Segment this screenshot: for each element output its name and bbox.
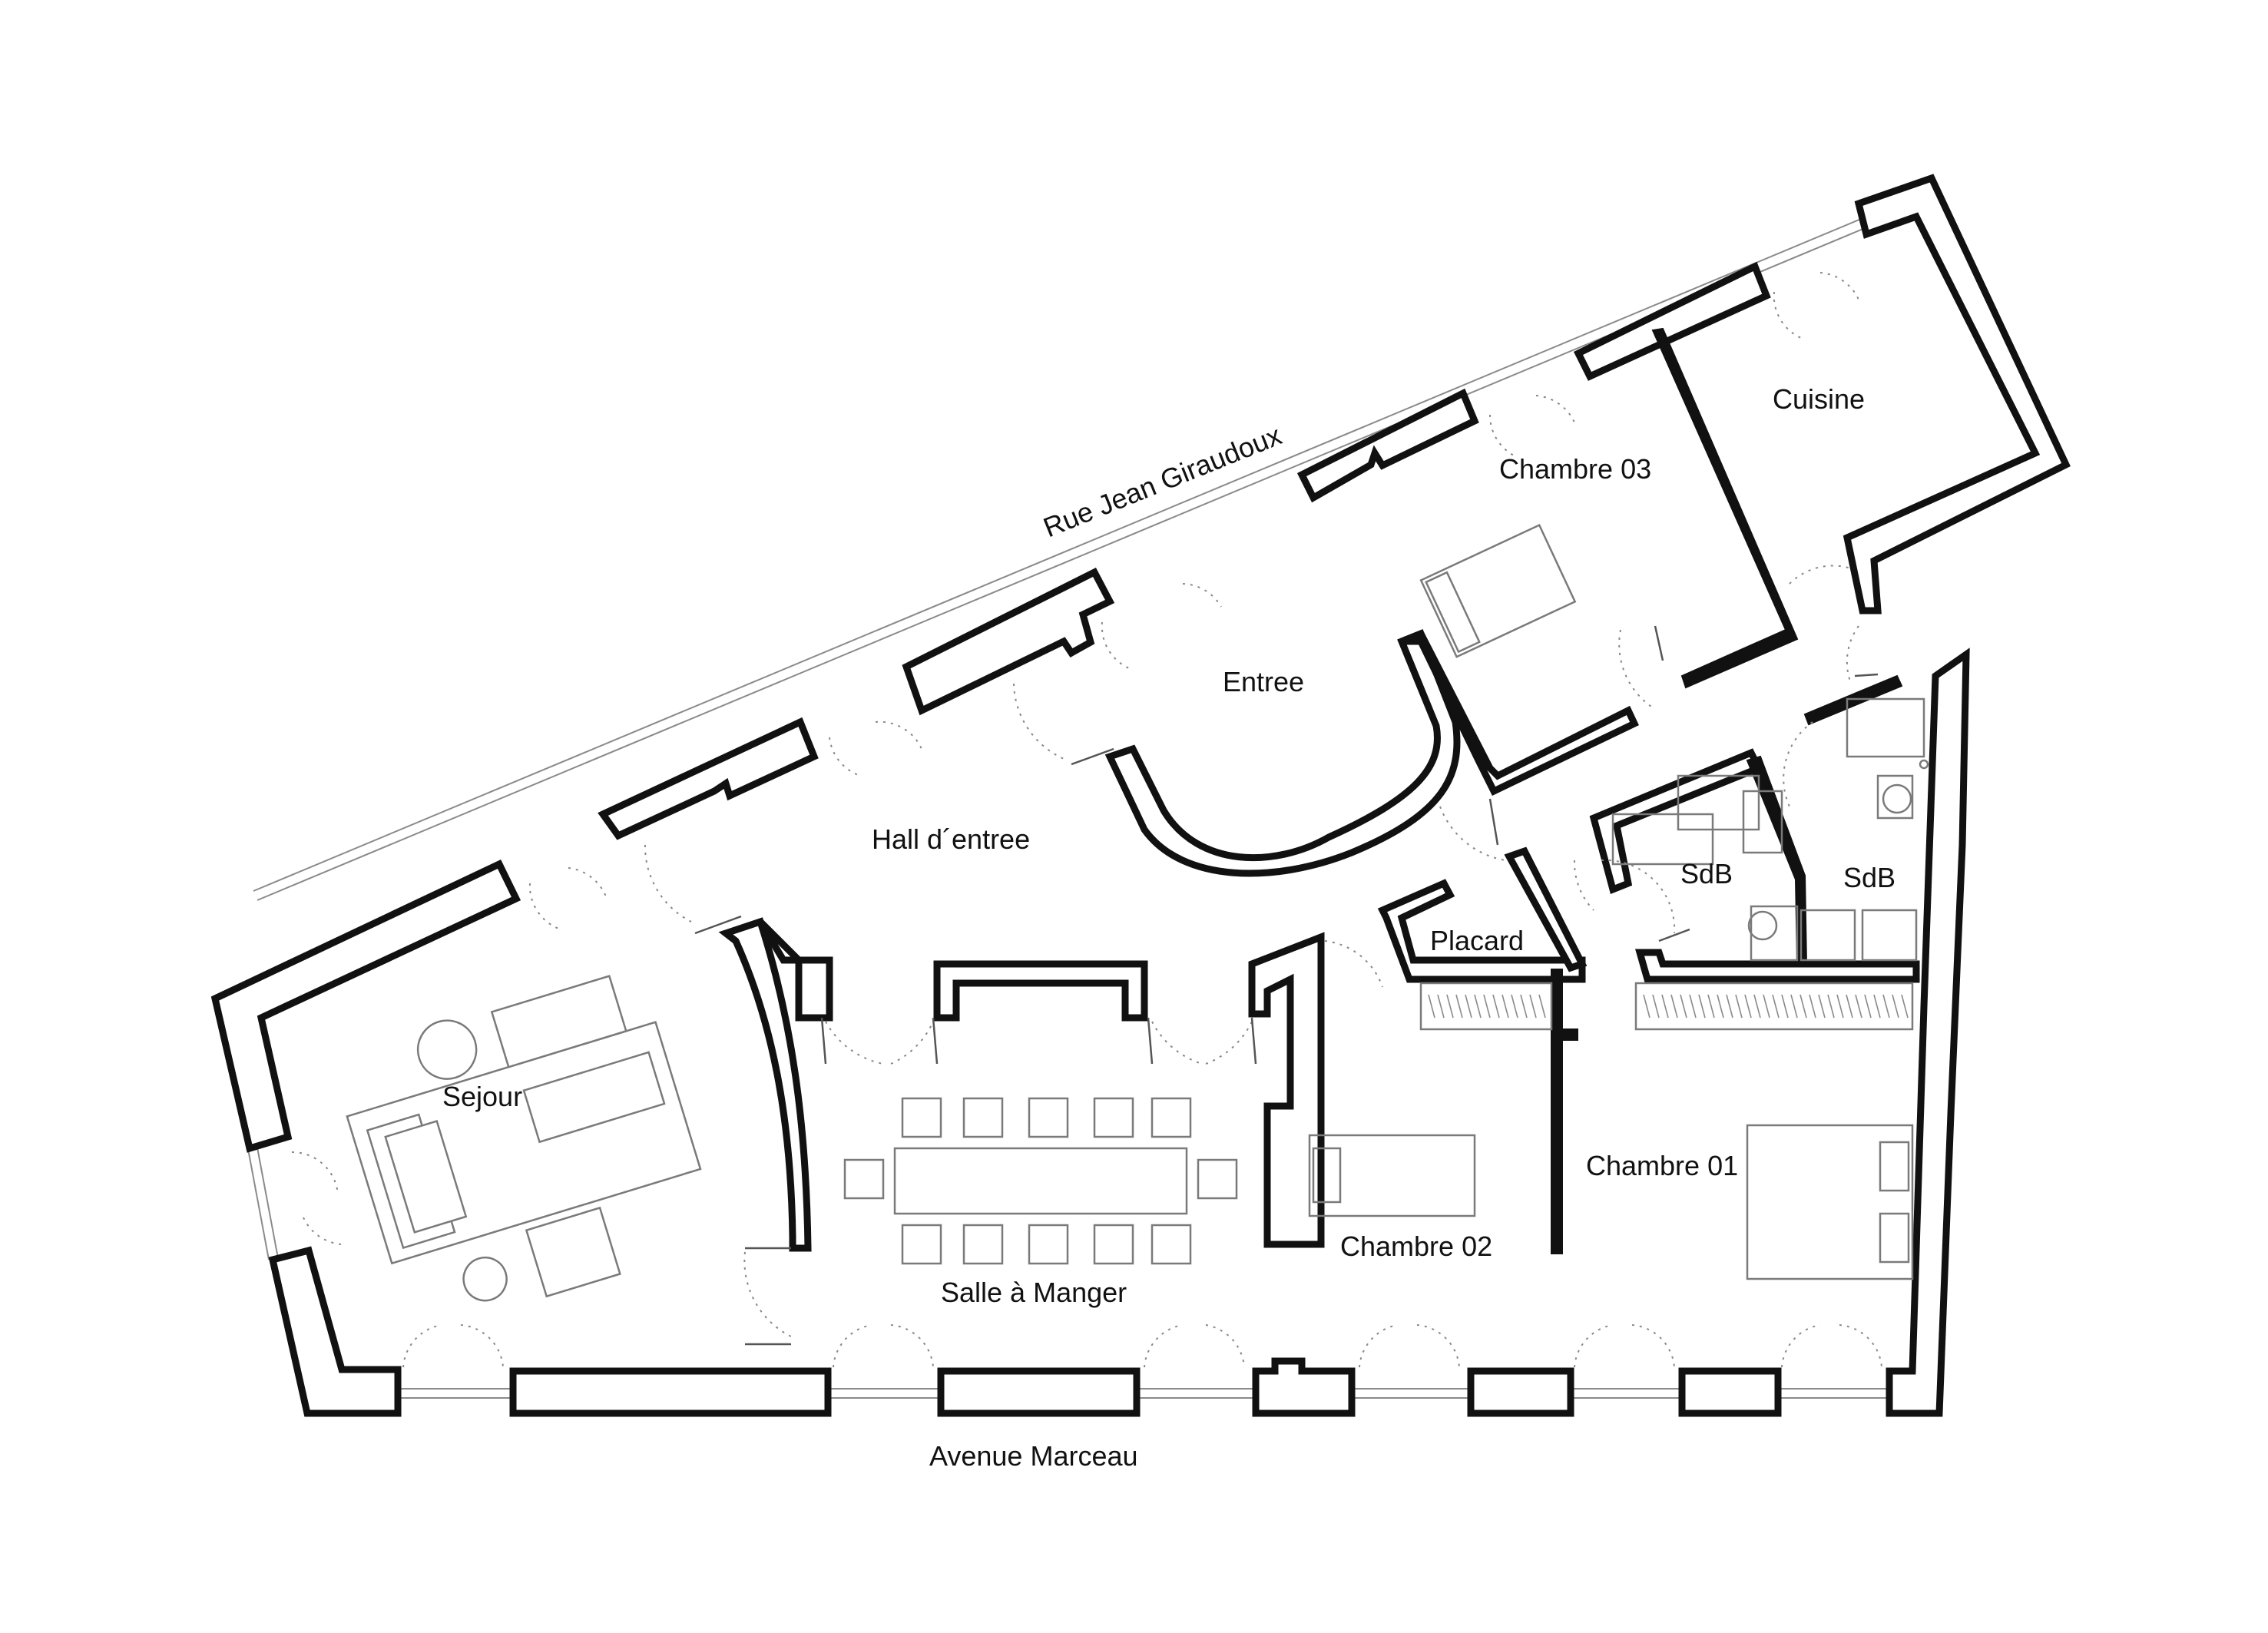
room-label-entree: Entree bbox=[1223, 666, 1304, 697]
dining-chair bbox=[962, 1097, 1004, 1138]
room-label-chambre01: Chambre 01 bbox=[1586, 1150, 1738, 1181]
wall-south-pier-5 bbox=[1678, 1367, 1782, 1417]
wall-salle-east bbox=[1248, 932, 1325, 1248]
wall-south-pier-4 bbox=[1467, 1367, 1574, 1417]
wall-chambre-partition bbox=[1551, 969, 1563, 1254]
wall-placard-east bbox=[1504, 846, 1588, 972]
dining-chair bbox=[1028, 1097, 1069, 1138]
wall-chambre03-cuisine bbox=[1651, 327, 1799, 689]
wall-west-upper bbox=[210, 860, 521, 1153]
sdb2-fixtures bbox=[1800, 697, 1929, 962]
wall-chambre-partition-node bbox=[1560, 1028, 1578, 1041]
room-label-chambre02: Chambre 02 bbox=[1340, 1231, 1492, 1262]
dining-chair bbox=[843, 1158, 885, 1200]
room-label-sejour: Sejour bbox=[442, 1081, 522, 1112]
wall-north-pier-1 bbox=[598, 717, 819, 840]
dining-table bbox=[893, 1147, 1188, 1215]
closet-chambre02 bbox=[1419, 982, 1553, 1031]
bed-chambre01 bbox=[1746, 1124, 1914, 1280]
door-swings bbox=[644, 565, 1879, 1346]
wall-north-pier-4 bbox=[1573, 261, 1771, 381]
bed-chambre02 bbox=[1308, 1134, 1476, 1217]
north-windows bbox=[528, 272, 1859, 930]
labels: Rue Jean Giraudoux Avenue Marceau Sejour… bbox=[442, 383, 1896, 1472]
room-label-hall: Hall d´entree bbox=[872, 823, 1030, 855]
dining-chair bbox=[1151, 1097, 1192, 1138]
wall-north-pier-3 bbox=[1296, 388, 1479, 503]
dining-chair bbox=[962, 1224, 1004, 1265]
dining-chair bbox=[1197, 1158, 1238, 1200]
room-label-sdb2: SdB bbox=[1843, 862, 1896, 893]
dining-chair bbox=[901, 1224, 942, 1265]
dining-chairs bbox=[843, 1097, 1238, 1265]
closet-chambre01 bbox=[1634, 982, 1914, 1031]
wall-south-pier-3 bbox=[1252, 1357, 1356, 1417]
bed-chambre03 bbox=[1419, 523, 1577, 658]
wall-south-pier-2 bbox=[937, 1367, 1141, 1417]
closet-hatching bbox=[1419, 982, 1914, 1031]
room-label-sdb1: SdB bbox=[1680, 858, 1733, 889]
wall-salle-top bbox=[933, 960, 1148, 1022]
street-north-label: Rue Jean Giraudoux bbox=[1039, 419, 1286, 544]
wall-sdb2-north bbox=[1803, 674, 1903, 726]
sejour-furniture bbox=[346, 975, 702, 1302]
exterior-walls bbox=[210, 174, 2071, 1417]
wall-sdb1 bbox=[1589, 748, 1764, 895]
wall-south-pier-1 bbox=[509, 1367, 832, 1417]
furniture bbox=[346, 523, 1929, 1302]
dining-chair bbox=[901, 1097, 942, 1138]
room-label-chambre03: Chambre 03 bbox=[1499, 453, 1651, 485]
street-south-label: Avenue Marceau bbox=[929, 1440, 1138, 1472]
room-label-placard: Placard bbox=[1430, 925, 1524, 956]
dining-chair bbox=[1151, 1224, 1192, 1265]
wall-chambre03-west bbox=[1400, 629, 1639, 796]
sdb1-fixtures bbox=[1611, 774, 1799, 962]
wall-north-pier-2 bbox=[902, 567, 1115, 716]
interior-walls bbox=[718, 327, 1920, 1254]
room-label-cuisine: Cuisine bbox=[1773, 383, 1865, 415]
wall-sejour-curve bbox=[718, 917, 812, 1252]
wall-sejour-pier bbox=[757, 919, 833, 1022]
wall-north-pier-5 bbox=[1843, 174, 2071, 614]
wall-east bbox=[1886, 648, 1970, 1417]
south-windows bbox=[291, 1151, 1882, 1368]
dining-chair bbox=[1028, 1224, 1069, 1265]
dining-chair bbox=[1093, 1224, 1134, 1265]
dining-chair bbox=[1093, 1097, 1134, 1138]
room-label-salle: Salle à Manger bbox=[941, 1277, 1127, 1308]
wall-bath-row bbox=[1635, 949, 1920, 983]
wall-west-lower bbox=[268, 1246, 402, 1417]
